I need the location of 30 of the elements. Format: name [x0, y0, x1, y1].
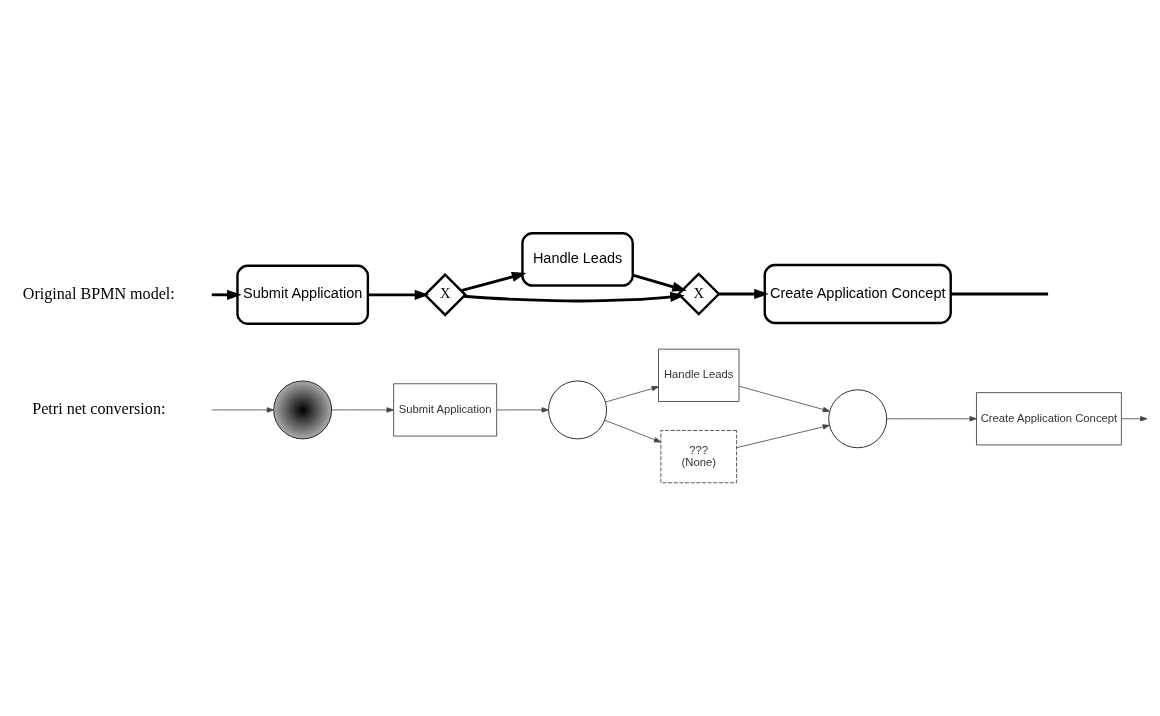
node-box: Handle Leads [658, 348, 740, 402]
arrow [738, 385, 830, 413]
arrow [719, 288, 769, 300]
arrow [886, 416, 977, 422]
label: Original BPMN model: [22, 284, 175, 302]
node-box: Create Application Concept [763, 263, 952, 325]
node-box: Create Application Concept [976, 392, 1122, 446]
arrow [736, 424, 830, 449]
arrow [211, 289, 242, 300]
arrow [1121, 416, 1148, 422]
node-diamond: X [423, 272, 467, 317]
connector [950, 292, 1049, 296]
arrow [211, 407, 274, 413]
arrow [367, 289, 430, 300]
node-circle [273, 380, 333, 440]
arrow [632, 273, 687, 292]
node-box: Submit Application [236, 264, 370, 325]
arrow [463, 291, 685, 303]
node-diamond: X [676, 272, 721, 316]
arrow [331, 407, 394, 413]
node-box: Handle Leads [521, 232, 634, 287]
node-box: ??? (None) [660, 430, 737, 484]
arrow [496, 407, 549, 413]
arrow [460, 271, 527, 293]
label: Petri net conversion: [32, 399, 166, 417]
node-box: Submit Application [393, 383, 498, 437]
node-circle [828, 389, 888, 449]
arrow [604, 419, 662, 443]
node-circle [548, 380, 607, 440]
arrow [605, 385, 659, 403]
